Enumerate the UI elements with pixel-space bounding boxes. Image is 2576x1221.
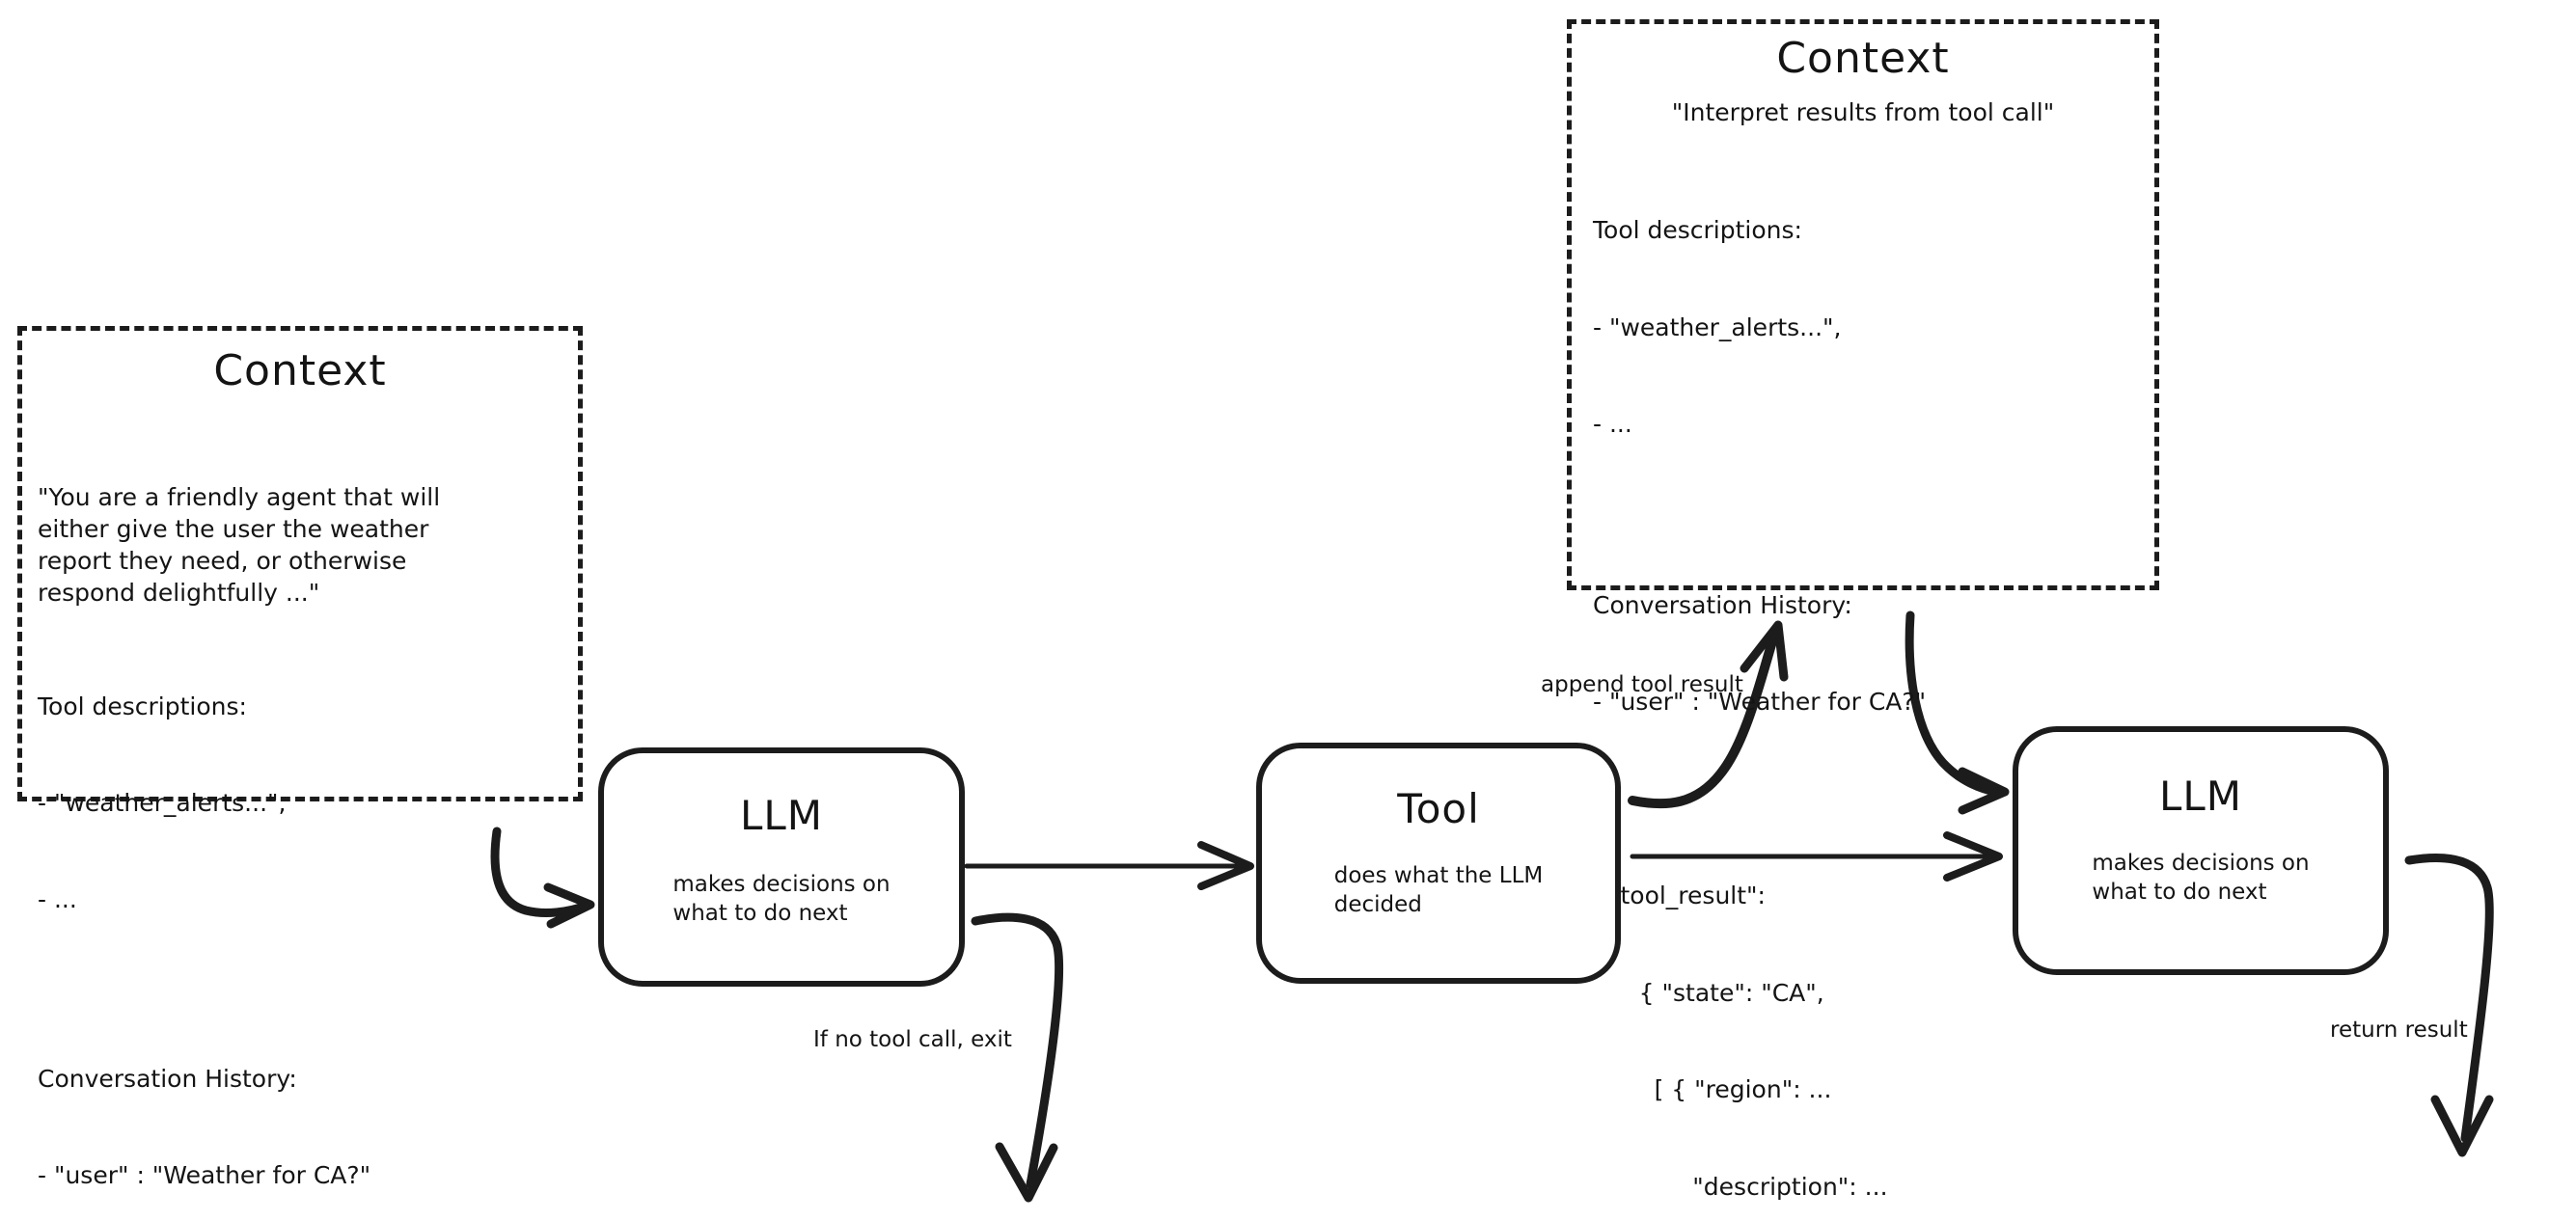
context-left-body: "You are a friendly agent that will eith… (38, 417, 578, 1221)
node-tool[interactable]: Tool does what the LLM decided (1256, 743, 1621, 984)
node-tool-title: Tool (1397, 785, 1480, 832)
node-tool-subtitle: does what the LLM decided (1333, 863, 1544, 918)
context-right-tools-heading: Tool descriptions: (1593, 216, 1802, 244)
context-left-tools-line-2: - ... (38, 884, 77, 913)
context-box-right: Context "Interpret results from tool cal… (1567, 19, 2159, 1201)
context-right-history-line-4: { "state": "CA", (1593, 978, 1824, 1007)
context-right-tools-line-1: - "weather_alerts...", (1593, 312, 1842, 341)
context-left-history-heading: Conversation History: (38, 1064, 297, 1093)
context-left-system-prompt: "You are a friendly agent that will eith… (38, 482, 441, 608)
context-right-body: Tool descriptions: - "weather_alerts..."… (1593, 149, 2154, 1221)
edge-label-return-result: return result (2330, 1018, 2468, 1043)
edge-label-append-tool-result: append tool result (1541, 672, 1743, 697)
context-left-tools-heading: Tool descriptions: (38, 692, 247, 720)
context-right-title: Context (1776, 34, 1950, 83)
context-right-history-line-1: - "user" : "Weather for CA?" (1593, 688, 1927, 716)
edge-llm2-return-path (2404, 854, 2494, 1157)
context-left-tools-line-1: - "weather_alerts...", (38, 788, 287, 817)
node-llm-second[interactable]: LLM makes decisions on what to do next (2013, 726, 2389, 975)
context-right-history-line-6: "description": ... (1593, 1172, 1888, 1201)
edge-label-if-no-tool-call-exit: If no tool call, exit (813, 1027, 1012, 1052)
node-llm-first-subtitle: makes decisions on what to do next (672, 872, 891, 927)
node-llm-second-subtitle: makes decisions on what to do next (2092, 851, 2310, 906)
context-box-left: Context "You are a friendly agent that w… (17, 326, 583, 1189)
node-llm-first-title: LLM (739, 792, 824, 839)
node-llm-first[interactable]: LLM makes decisions on what to do next (598, 747, 965, 987)
edge-llm1-to-tool-path (964, 841, 1254, 890)
context-right-intro: "Interpret results from tool call" (1671, 98, 2055, 126)
context-left-title: Context (213, 346, 387, 395)
context-right-tools-line-2: - ... (1593, 410, 1632, 438)
context-left-spacer (38, 979, 578, 998)
edge-llm1-exit-path (971, 912, 1064, 1203)
context-left-history-line-1: - "user" : "Weather for CA?" (38, 1160, 371, 1189)
context-right-history-line-3: - "tool_result": (1593, 882, 1766, 909)
context-right-spacer (1593, 505, 2154, 525)
context-right-history-line-5: [ { "region": ... (1593, 1075, 1832, 1103)
context-right-history-heading: Conversation History: (1593, 590, 1852, 619)
node-llm-second-title: LLM (2158, 773, 2243, 820)
